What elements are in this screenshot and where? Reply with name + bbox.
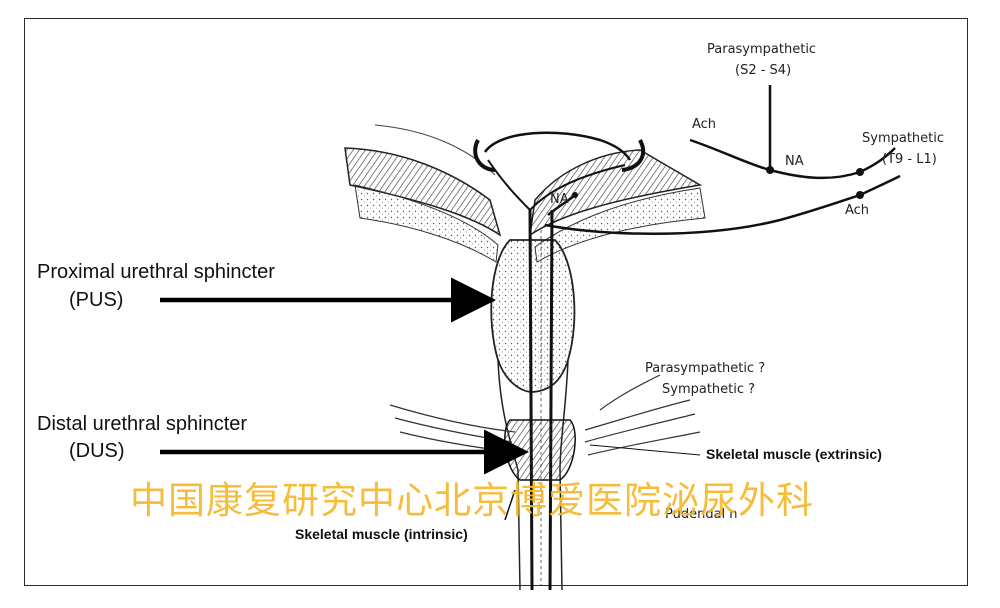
pus-abbr-label: (PUS) — [69, 289, 124, 311]
bladder-wall-left — [344, 124, 502, 263]
skeletal-intrinsic-label: Skeletal muscle (intrinsic) — [295, 526, 468, 542]
parasympathetic-range-label: (S2 - S4) — [735, 63, 791, 78]
sympathetic-range-label: (T9 - L1) — [882, 152, 937, 167]
pudendal-label: Pudendal n — [665, 507, 738, 522]
question-sympathetic-label: Sympathetic ? — [662, 382, 755, 397]
bladder-lumen — [473, 131, 646, 212]
parasympathetic-label: Parasympathetic — [707, 42, 816, 57]
ach-bottom-label: Ach — [845, 203, 869, 218]
pus-name-label: Proximal urethral sphincter — [37, 261, 275, 283]
skeletal-extrinsic-label: Skeletal muscle (extrinsic) — [706, 446, 882, 462]
watermark-text: 中国康复研究中心北京博爱医院泌尿外科 — [130, 479, 814, 522]
proximal-sphincter-body — [490, 239, 576, 393]
extrinsic-leader-line — [589, 444, 701, 456]
intrinsic-leader-line — [504, 489, 516, 521]
sympathetic-label: Sympathetic — [862, 131, 944, 146]
dus-name-label: Distal urethral sphincter — [37, 413, 248, 435]
na-right-label: NA — [785, 154, 804, 169]
dus-abbr-label: (DUS) — [69, 440, 125, 462]
nerve-pathways — [544, 85, 901, 235]
question-parasympathetic-label: Parasympathetic ? — [645, 361, 765, 376]
nerve-synapses — [572, 166, 864, 199]
ach-top-label: Ach — [692, 117, 716, 132]
na-center-label: NA — [550, 192, 569, 207]
